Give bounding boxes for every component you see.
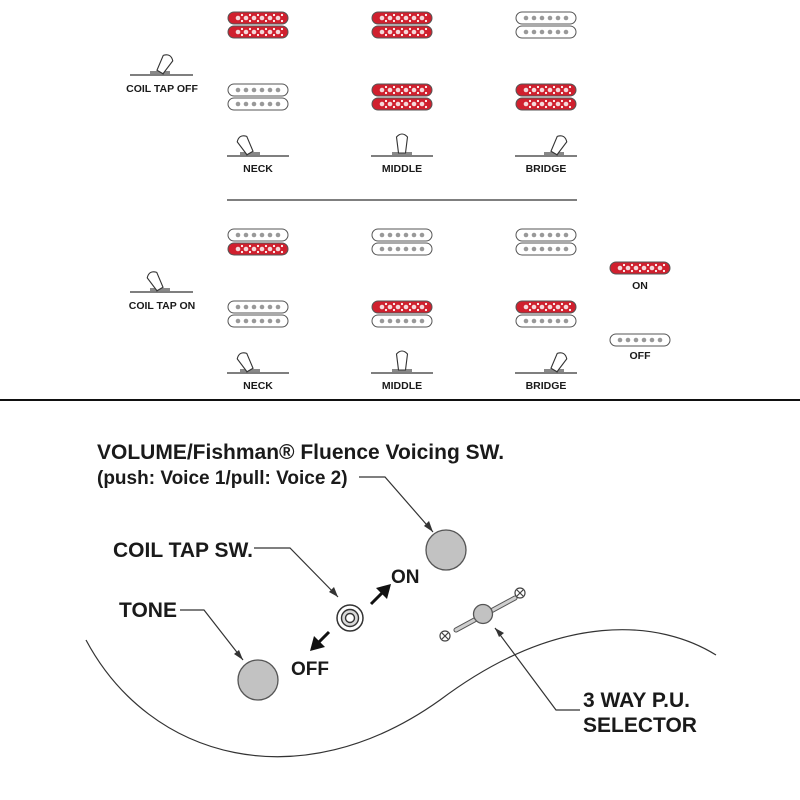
screw-icon [439, 630, 451, 642]
pickup [515, 300, 577, 328]
active-coil [227, 242, 289, 256]
position-label: BRIDGE [526, 380, 567, 392]
volume-leader [359, 476, 434, 533]
coil-tap-toggle-icon [146, 271, 170, 292]
inactive-coil [227, 300, 289, 314]
volume-knob[interactable] [425, 529, 467, 571]
volume-label: VOLUME/Fishman® Fluence Voicing SW. [97, 441, 504, 464]
inactive-coil [227, 83, 289, 97]
coil-tap-switch[interactable] [336, 604, 364, 632]
inactive-coil [609, 333, 671, 347]
pickup-selector[interactable] [453, 595, 518, 633]
selector-lever-icon [236, 352, 260, 373]
inactive-coil [227, 228, 289, 242]
selector-label: 3 WAY P.U. [583, 689, 690, 712]
active-coil [515, 300, 577, 314]
inactive-coil [227, 97, 289, 111]
selector-leader-arrowhead [495, 628, 504, 637]
tone-knob[interactable] [237, 659, 279, 701]
pickup [227, 83, 289, 111]
pickup [515, 11, 577, 39]
section-label: COIL TAP OFF [126, 83, 198, 95]
pickup [515, 228, 577, 256]
switch-off-label: OFF [291, 659, 329, 680]
active-coil [515, 97, 577, 111]
active-coil [609, 261, 671, 275]
volume-sublabel: (push: Voice 1/pull: Voice 2) [97, 468, 348, 489]
coil-tap-toggle-icon [150, 54, 174, 75]
tone-leader-arrowhead [234, 650, 243, 660]
pickup [515, 83, 577, 111]
pickup-switching-chart: COIL TAP OFF NECK MIDDLE BRIDGE COIL TAP ON N… [126, 11, 577, 392]
switch-on-label: ON [391, 567, 420, 588]
section-label: COIL TAP ON [129, 300, 196, 312]
active-coil [371, 11, 433, 25]
tone-label: TONE [119, 599, 177, 622]
inactive-coil [515, 242, 577, 256]
inactive-coil [515, 228, 577, 242]
inactive-coil [371, 314, 433, 328]
inactive-coil [227, 314, 289, 328]
legend: ON OFF [609, 261, 671, 362]
pickup [371, 300, 433, 328]
pickup [371, 83, 433, 111]
pickup [227, 11, 289, 39]
active-coil [371, 83, 433, 97]
selector-lever-icon [392, 350, 412, 372]
position-label: NECK [243, 163, 273, 175]
active-coil-icon [609, 261, 671, 275]
volume-leader-arrowhead [424, 521, 433, 532]
selector-lever-icon [392, 133, 412, 155]
pickup [227, 300, 289, 328]
position-label: NECK [243, 380, 273, 392]
guitar-body-outline [85, 629, 717, 758]
selector-lever-icon [236, 135, 260, 156]
coil-tap-leader [254, 547, 339, 598]
active-coil [515, 83, 577, 97]
inactive-coil [515, 314, 577, 328]
position-label: MIDDLE [382, 163, 422, 175]
inactive-coil [515, 25, 577, 39]
selector-lever-icon [544, 135, 568, 156]
inactive-coil-icon [609, 333, 671, 347]
switch-on-arrow [369, 584, 391, 606]
selector-sublabel: SELECTOR [583, 714, 697, 737]
active-coil [371, 97, 433, 111]
position-label: BRIDGE [526, 163, 567, 175]
inactive-coil [371, 242, 433, 256]
switch-off-arrow [310, 630, 331, 651]
inactive-coil [371, 228, 433, 242]
coil-tap-label: COIL TAP SW. [113, 539, 253, 562]
pickup [227, 228, 289, 256]
legend-on-label: ON [632, 280, 648, 292]
pickup [371, 228, 433, 256]
inactive-coil [515, 11, 577, 25]
selector-lever-icon [544, 352, 568, 373]
selector-leader [494, 627, 580, 711]
coil-tap-leader-arrowhead [329, 587, 338, 597]
screw-icon [514, 587, 526, 599]
active-coil [227, 25, 289, 39]
active-coil [371, 25, 433, 39]
tone-leader [180, 609, 244, 661]
position-label: MIDDLE [382, 380, 422, 392]
control-layout: VOLUME/Fishman® Fluence Voicing SW. (pus… [85, 441, 717, 758]
active-coil [371, 300, 433, 314]
legend-off-label: OFF [630, 350, 652, 362]
pickup [371, 11, 433, 39]
active-coil [227, 11, 289, 25]
